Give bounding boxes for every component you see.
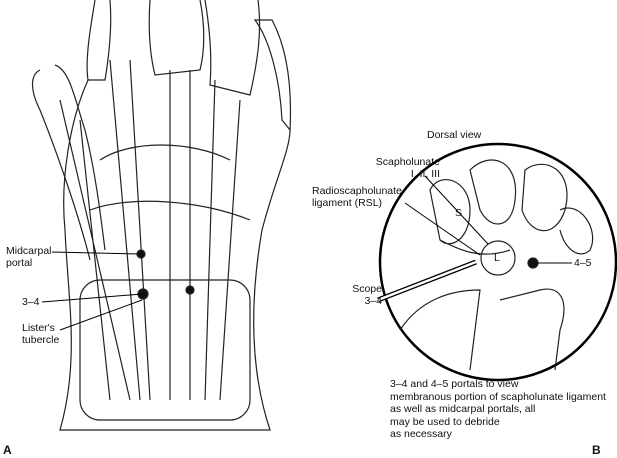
scaphoid-label: S [455, 207, 463, 219]
dorsal-view-inset [377, 142, 617, 382]
dorsal-view-title: Dorsal view [427, 129, 482, 141]
hand-dorsal-drawing [31, 0, 292, 431]
caption-line: membranous portion of scapholunate ligam… [390, 390, 606, 403]
label-line: portal [6, 257, 33, 269]
lunate-label: L [494, 252, 500, 264]
scapholunate-label: Scapholunate I, II, III [370, 156, 440, 180]
panel-a-letter: A [3, 443, 12, 457]
label-line: ligament (RSL) [312, 197, 383, 209]
caption-line: may be used to debride [390, 415, 500, 428]
caption-line: 3–4 and 4–5 portals to view [390, 378, 519, 390]
caption: 3–4 and 4–5 portals to view membranous p… [390, 378, 606, 441]
label-line: Scapholunate [375, 156, 440, 168]
label-line: Midcarpal [6, 245, 52, 257]
portal-45-label: 4–5 [574, 257, 592, 269]
listers-tubercle-label: Lister's tubercle [22, 322, 59, 346]
caption-line: as necessary [390, 428, 452, 440]
midcarpal-portal-label: Midcarpal portal [6, 245, 52, 269]
label-line: Scope [352, 283, 382, 295]
label-line: Radioscapholunate [312, 185, 402, 197]
rsl-label: Radioscapholunate ligament (RSL) [312, 185, 402, 209]
label-line: I, II, III [410, 168, 440, 180]
leader-lines-a [41, 251, 143, 331]
panel-b-letter: B [592, 443, 601, 457]
label-line: Lister's [22, 322, 55, 334]
leader-lines-b [404, 175, 572, 264]
portal-34-label: 3–4 [22, 296, 40, 308]
label-line: 3–4 [364, 295, 382, 307]
scope-label: Scope 3–4 [352, 283, 382, 307]
caption-line: as well as midcarpal portals, all [390, 403, 536, 415]
label-line: tubercle [22, 334, 60, 346]
